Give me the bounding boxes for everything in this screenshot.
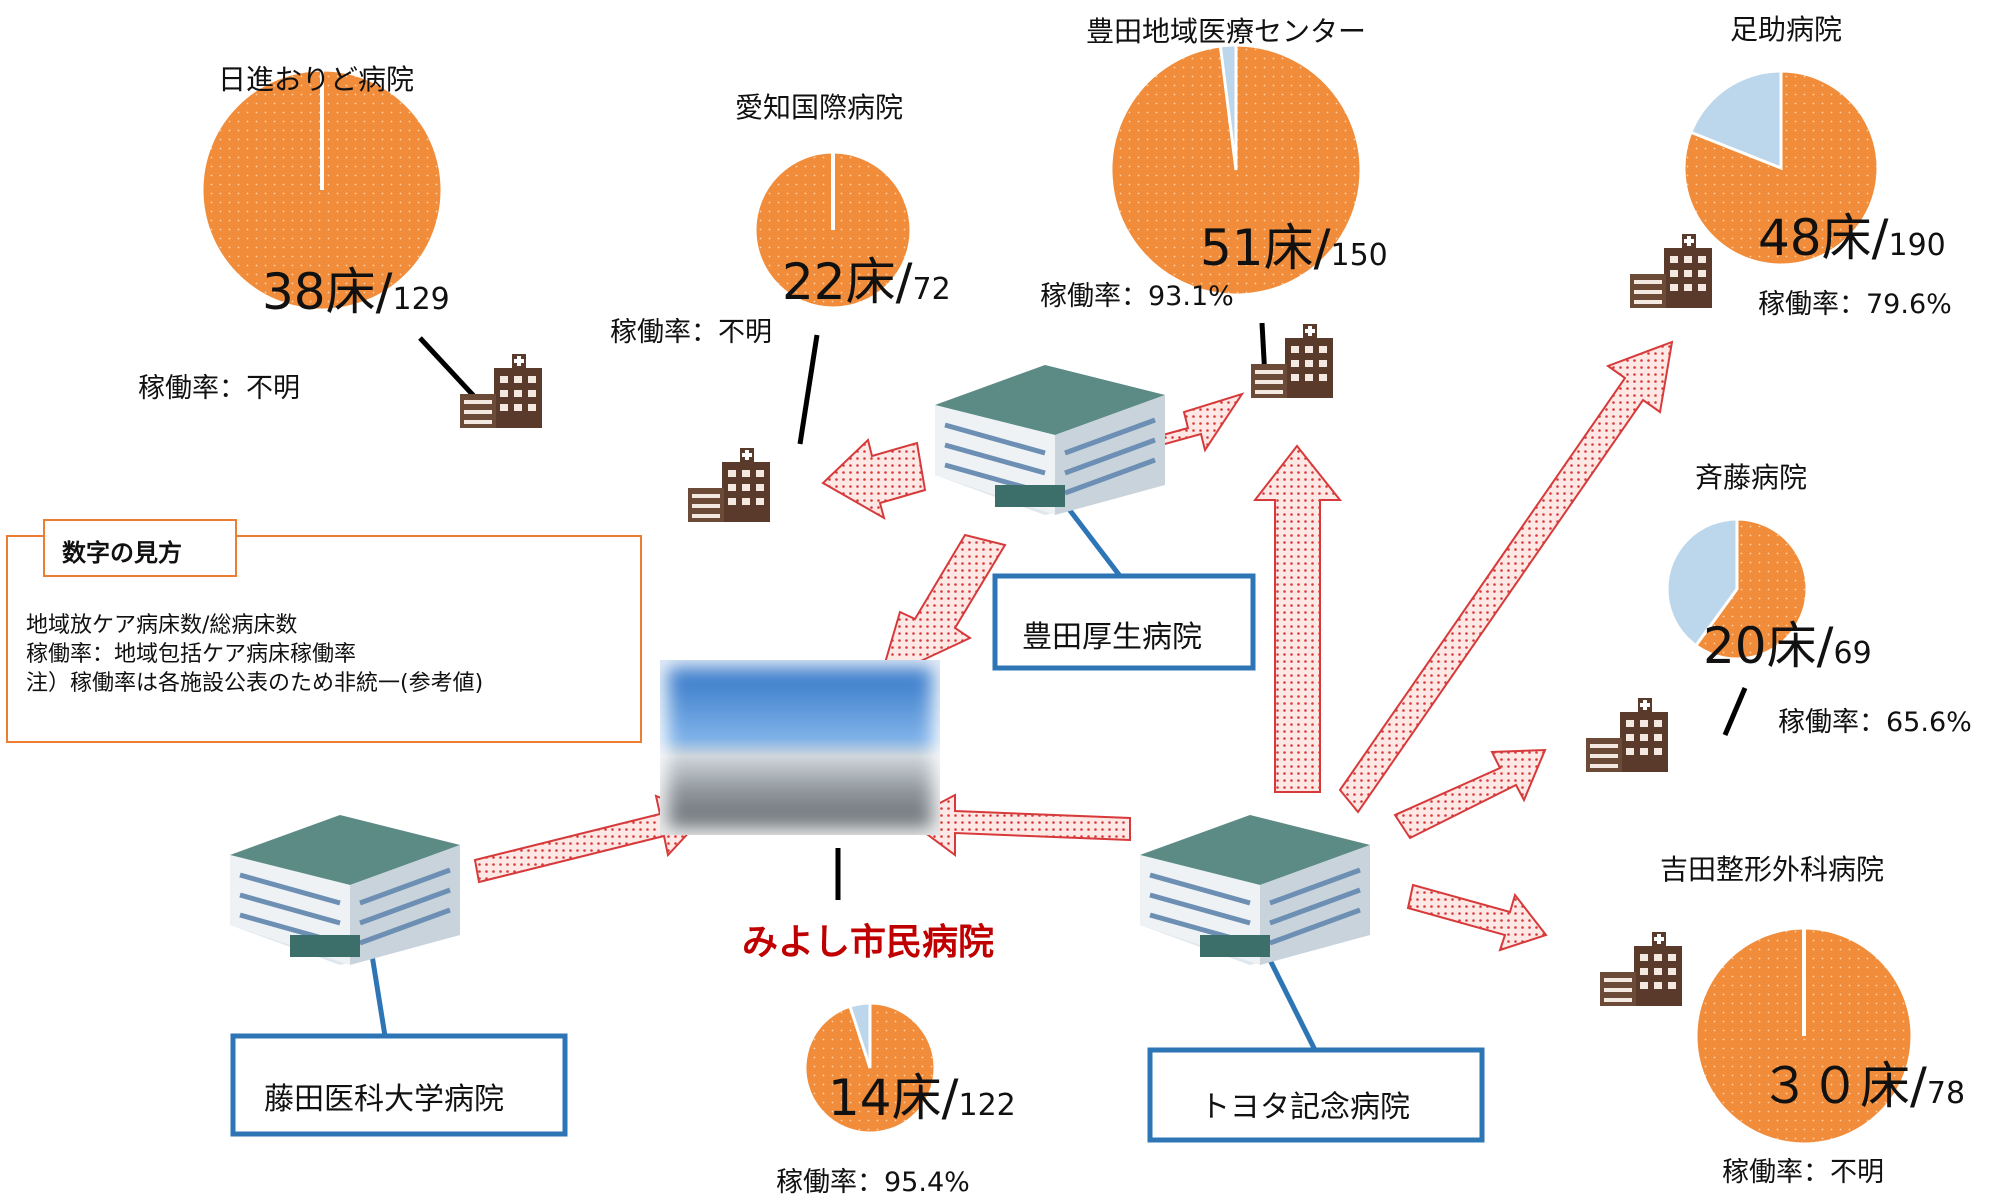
arrow-kinen-to-yoshida <box>1406 883 1548 952</box>
pie-charts <box>200 43 1914 1146</box>
aichi-hospital-icon <box>688 448 770 522</box>
arrow-fujita-to-center <box>473 794 707 884</box>
chiiki-beds: 51床/150 <box>1200 219 1388 277</box>
pointer-saito <box>1722 687 1748 736</box>
yoshida-rate: 稼働率：不明 <box>1722 1157 1884 1188</box>
arrow-kosei-to-aichi <box>821 438 927 521</box>
legend-line-3: 注）稼働率は各施設公表のため非統一(参考値) <box>26 671 484 696</box>
nisshin-name: 日進おりど病院 <box>218 63 415 96</box>
fujita-label: 藤田医科大学病院 <box>264 1082 504 1117</box>
arrow-kinen-to-center <box>906 793 1131 857</box>
aichi-rate: 稼働率：不明 <box>610 317 772 348</box>
center-hospital-beds: 14床/122 <box>828 1069 1016 1127</box>
center-hospital-rate: 稼働率：95.4% <box>776 1167 970 1198</box>
nisshin-beds: 38床/129 <box>262 263 450 321</box>
saito-pie-slice <box>1693 517 1809 661</box>
aichi-name: 愛知国際病院 <box>735 91 904 124</box>
center-pie-slice <box>803 1001 937 1135</box>
fujita-box <box>230 1033 568 1137</box>
asuke-rate: 稼働率：79.6% <box>1758 289 1952 320</box>
pointer-aichi <box>797 334 820 445</box>
asuke-hospital-icon <box>1630 234 1712 308</box>
asuke-beds: 48床/190 <box>1758 209 1946 267</box>
legend-line-1: 地域放ケア病床数/総病床数 <box>26 613 298 638</box>
miyoshi-hospital-photo <box>660 660 940 835</box>
arrow-kosei-to-center <box>878 533 1007 682</box>
saito-hospital-icon <box>1586 698 1668 772</box>
toyota_chiiki-pie-slice <box>1109 43 1363 297</box>
legend-title: 数字の見方 <box>62 539 182 567</box>
arrow-kinen-to-saito <box>1393 748 1547 840</box>
toyota-kinen-box <box>1147 1047 1485 1143</box>
asuke-pie-slice <box>1682 69 1880 267</box>
toyota-kinen-label: トヨタ記念病院 <box>1200 1090 1410 1125</box>
chiiki-rate: 稼働率：93.1% <box>1040 281 1234 312</box>
center-hospital-name: みよし市民病院 <box>742 922 995 963</box>
arrow-kinen-to-asuke <box>1338 340 1674 814</box>
toyota-kosei-building-icon <box>935 365 1165 515</box>
nisshin-rate: 稼働率：不明 <box>138 373 300 404</box>
legend-line-2: 稼働率：地域包括ケア病床稼働率 <box>26 642 357 667</box>
yoshida-beds: ３０床/78 <box>1760 1057 1966 1115</box>
fujita-building-icon <box>230 815 460 965</box>
toyota-kinen-building-icon <box>1140 815 1370 965</box>
arrow-kosei-to-chiiki <box>1149 392 1245 453</box>
toyota-kosei-label: 豊田厚生病院 <box>1022 620 1202 655</box>
toyota-kosei-box <box>992 573 1256 671</box>
connector-kinen <box>1267 958 1318 1052</box>
yoshida-hospital-icon <box>1600 932 1682 1006</box>
arrow-kinen-to-chiiki <box>1252 444 1343 793</box>
saito-rate: 稼働率：65.6% <box>1778 707 1972 738</box>
yoshida-name: 吉田整形外科病院 <box>1660 853 1885 886</box>
saito-beds: 20床/69 <box>1703 617 1872 675</box>
aichi-beds: 22床/72 <box>782 253 951 311</box>
connector-kosei <box>1060 498 1122 578</box>
asuke-name: 足助病院 <box>1730 13 1843 46</box>
saito-name: 斉藤病院 <box>1695 461 1808 494</box>
legend-box <box>6 519 642 743</box>
chiiki-name: 豊田地域医療センター <box>1086 15 1367 48</box>
